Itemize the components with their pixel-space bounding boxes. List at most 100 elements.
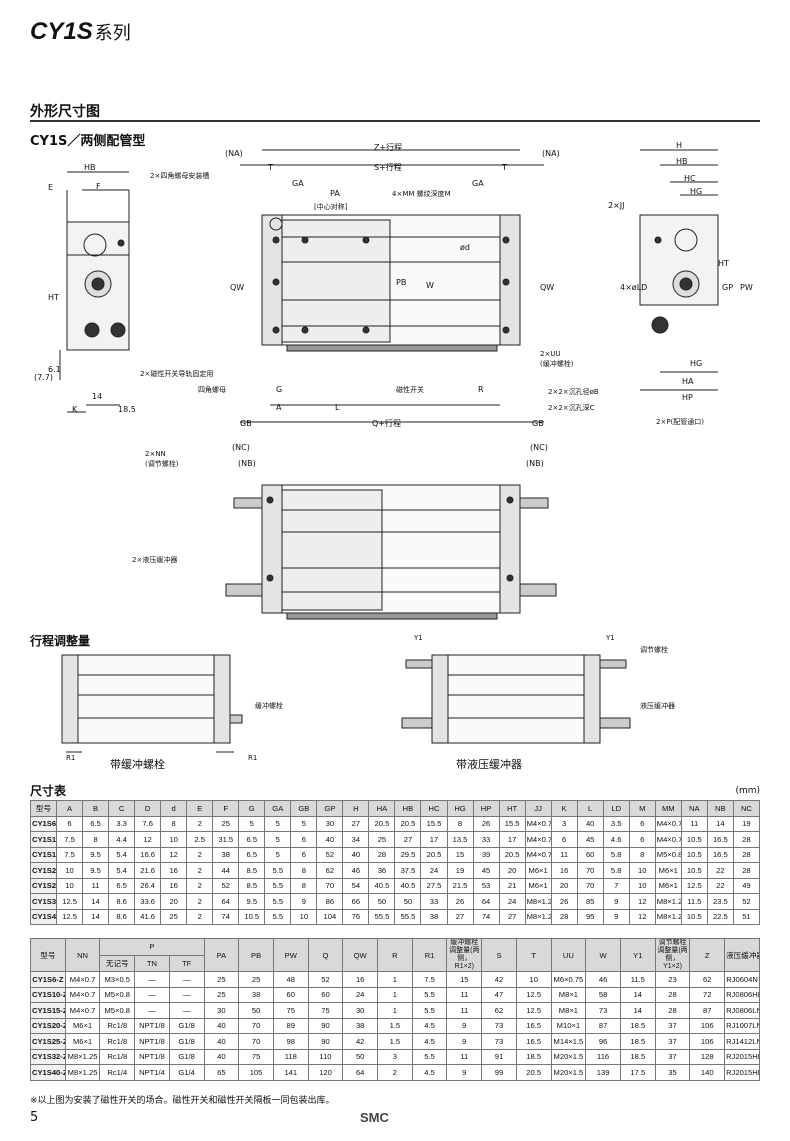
table-cell: G1/8 [168, 1017, 205, 1034]
table-cell: 31.5 [212, 831, 240, 848]
table-cell: M5×0.8 [654, 846, 682, 863]
table-cell: 16 [550, 862, 578, 879]
table-cell: 40 [203, 1033, 240, 1050]
table-cell: 29.5 [394, 846, 422, 863]
table-cell: 16.5 [706, 831, 734, 848]
table-cell: M6×1 [64, 1033, 101, 1050]
table-cell: 26.4 [134, 877, 162, 894]
table-cell: 37 [654, 1033, 691, 1050]
table-cell: 16.5 [706, 846, 734, 863]
table-cell: 10 [515, 971, 552, 988]
table-cell: 16.5 [515, 1033, 552, 1050]
col-header: D [134, 800, 162, 817]
table-cell: 120 [307, 1064, 344, 1081]
dim-r: R [478, 385, 484, 394]
top-view-drawing [240, 149, 544, 423]
dim-nb: (NB) [238, 459, 256, 468]
series-suffix: 系列 [94, 23, 131, 43]
model-cell: CY1S10-Z [29, 831, 58, 848]
table-cell: 50 [238, 1002, 274, 1019]
table-cell: 40.5 [368, 877, 396, 894]
table-cell: — [168, 986, 205, 1003]
table-cell: 4.4 [108, 831, 136, 848]
dim-14: 14 [92, 392, 102, 401]
table-cell: 52 [212, 877, 240, 894]
table-cell: 12.5 [515, 1002, 552, 1019]
table-cell: 49 [732, 877, 761, 894]
table-cell: — [134, 971, 170, 988]
table-cell: 2.5 [186, 831, 214, 848]
dim-na-left: (NA) [225, 149, 243, 158]
table-cell: 22 [706, 862, 734, 879]
center-symmetric: [中心对称] [314, 202, 348, 211]
table-cell: 27 [394, 831, 422, 848]
table-cell: 27.5 [420, 877, 448, 894]
dim-hc: HC [684, 174, 696, 183]
dim-q-stroke: Q+行程 [372, 418, 401, 428]
table-cell: 5.5 [411, 986, 448, 1003]
table-cell: G1/4 [168, 1064, 205, 1081]
caption-shock-absorber: 带液压缓冲器 [456, 758, 522, 771]
col-header: E [186, 800, 214, 817]
table-cell: 1.5 [377, 1033, 413, 1050]
table-cell: M8×1.25 [64, 1048, 101, 1065]
table-cell: RJ0806HN [724, 986, 760, 1003]
col-s: S [481, 938, 517, 972]
table-cell: 55.5 [368, 908, 396, 925]
table-cell: 2 [186, 815, 214, 832]
table-cell: 98 [272, 1033, 309, 1050]
table-cell: 15 [446, 971, 483, 988]
table-cell: 9 [602, 908, 630, 925]
table-cell: 62 [481, 1002, 517, 1019]
table-cell: 22 [706, 877, 734, 894]
table-cell: 11 [446, 1048, 483, 1065]
table-cell: 14 [82, 908, 110, 925]
table-cell: 7.5 [56, 831, 84, 848]
table-cell: 16.5 [515, 1017, 552, 1034]
table-cell: 12.5 [680, 877, 708, 894]
table-cell: 12 [628, 908, 656, 925]
table-cell: 9 [446, 1017, 483, 1034]
section-divider [30, 120, 760, 122]
table-cell: 90 [307, 1017, 344, 1034]
stroke-y1-left: Y1 [413, 634, 423, 642]
table-cell: 16 [160, 862, 188, 879]
col-header: 型号 [29, 800, 58, 817]
table-cell: 6.5 [82, 815, 110, 832]
table-cell: 4.6 [602, 831, 630, 848]
stroke-buffer-bolt: 缓冲螺栓 [255, 701, 283, 710]
table-cell: 19 [446, 862, 474, 879]
square-nut-label: 四角螺母 [198, 385, 226, 394]
table-cell: 45 [576, 831, 604, 848]
model-subtitle: CY1S／两侧配管型 [30, 134, 146, 149]
table-cell: 42 [342, 1033, 379, 1050]
table-cell: 7.6 [134, 815, 162, 832]
table-cell: 74 [472, 908, 500, 925]
table-cell: — [168, 971, 205, 988]
table-header-row: 型号 NN P PA PB PW Q QW R R1 缓冲螺栓调整量(两侧，R1… [30, 938, 760, 972]
table-cell: 13.5 [446, 831, 474, 848]
table-cell: 5.8 [602, 846, 630, 863]
col-header: NA [680, 800, 708, 817]
table-cell: 40 [316, 831, 344, 848]
table-cell: 47 [481, 986, 517, 1003]
dim-t-left: T [267, 163, 273, 172]
ld-label: 4×øLD [620, 283, 647, 292]
table-cell: 48 [272, 971, 309, 988]
table-cell: 5 [264, 815, 292, 832]
table-cell: 11 [680, 815, 708, 832]
table-cell: 27 [342, 815, 370, 832]
col-r1: R1 [411, 938, 448, 972]
table-cell: 50 [394, 893, 422, 910]
table-cell: 9 [290, 893, 318, 910]
table-cell: — [134, 1002, 170, 1019]
col-z: Z [689, 938, 726, 972]
table-cell: 116 [585, 1048, 621, 1065]
page-number: 5 [30, 1110, 39, 1125]
table-cell: 8 [82, 831, 110, 848]
col-header: HB [394, 800, 422, 817]
table-cell: 8 [446, 815, 474, 832]
dimension-table-title: 尺寸表 [30, 784, 67, 798]
